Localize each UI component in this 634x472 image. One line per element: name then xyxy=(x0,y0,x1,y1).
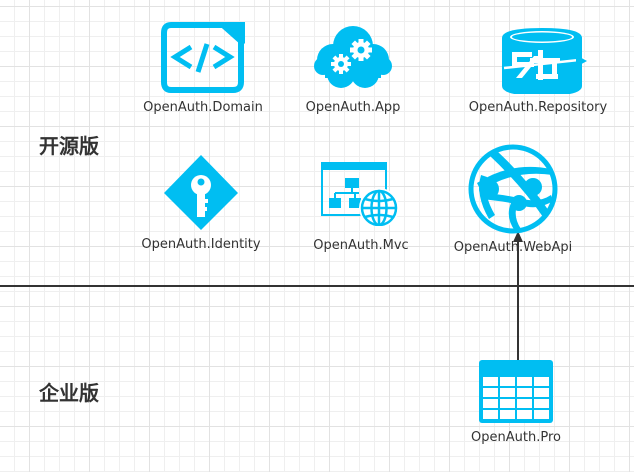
database-sync-icon xyxy=(502,28,588,94)
node-webapi[interactable]: OpenAuth.WebApi xyxy=(438,143,588,260)
section-divider xyxy=(0,285,634,287)
node-mvc[interactable]: OpenAuth.Mvc xyxy=(286,160,436,260)
node-label: OpenAuth.Identity xyxy=(141,237,261,252)
node-label: OpenAuth.Domain xyxy=(143,100,263,115)
code-file-icon xyxy=(161,22,245,93)
node-label: OpenAuth.Repository xyxy=(468,100,608,115)
globe-api-icon xyxy=(468,144,558,234)
node-label: OpenAuth.Mvc xyxy=(313,238,409,253)
connector-pro-to-webapi[interactable] xyxy=(508,228,528,362)
node-label: OpenAuth.App xyxy=(305,100,401,115)
node-label: OpenAuth.WebApi xyxy=(453,240,573,255)
arrowhead xyxy=(513,231,523,242)
section-label-open-source: 开源版 xyxy=(39,134,99,158)
node-domain[interactable]: OpenAuth.Domain xyxy=(128,22,278,122)
cloud-gears-icon xyxy=(314,26,392,88)
web-app-sitemap-icon xyxy=(321,162,399,226)
table-grid-icon xyxy=(479,360,553,423)
key-diamond-icon xyxy=(164,155,238,230)
section-label-enterprise: 企业版 xyxy=(39,381,99,405)
node-pro[interactable]: OpenAuth.Pro xyxy=(441,359,591,454)
node-label: OpenAuth.Pro xyxy=(471,430,561,445)
node-identity[interactable]: OpenAuth.Identity xyxy=(126,153,276,258)
node-repository[interactable]: OpenAuth.Repository xyxy=(463,22,613,122)
node-app[interactable]: OpenAuth.App xyxy=(278,22,428,122)
